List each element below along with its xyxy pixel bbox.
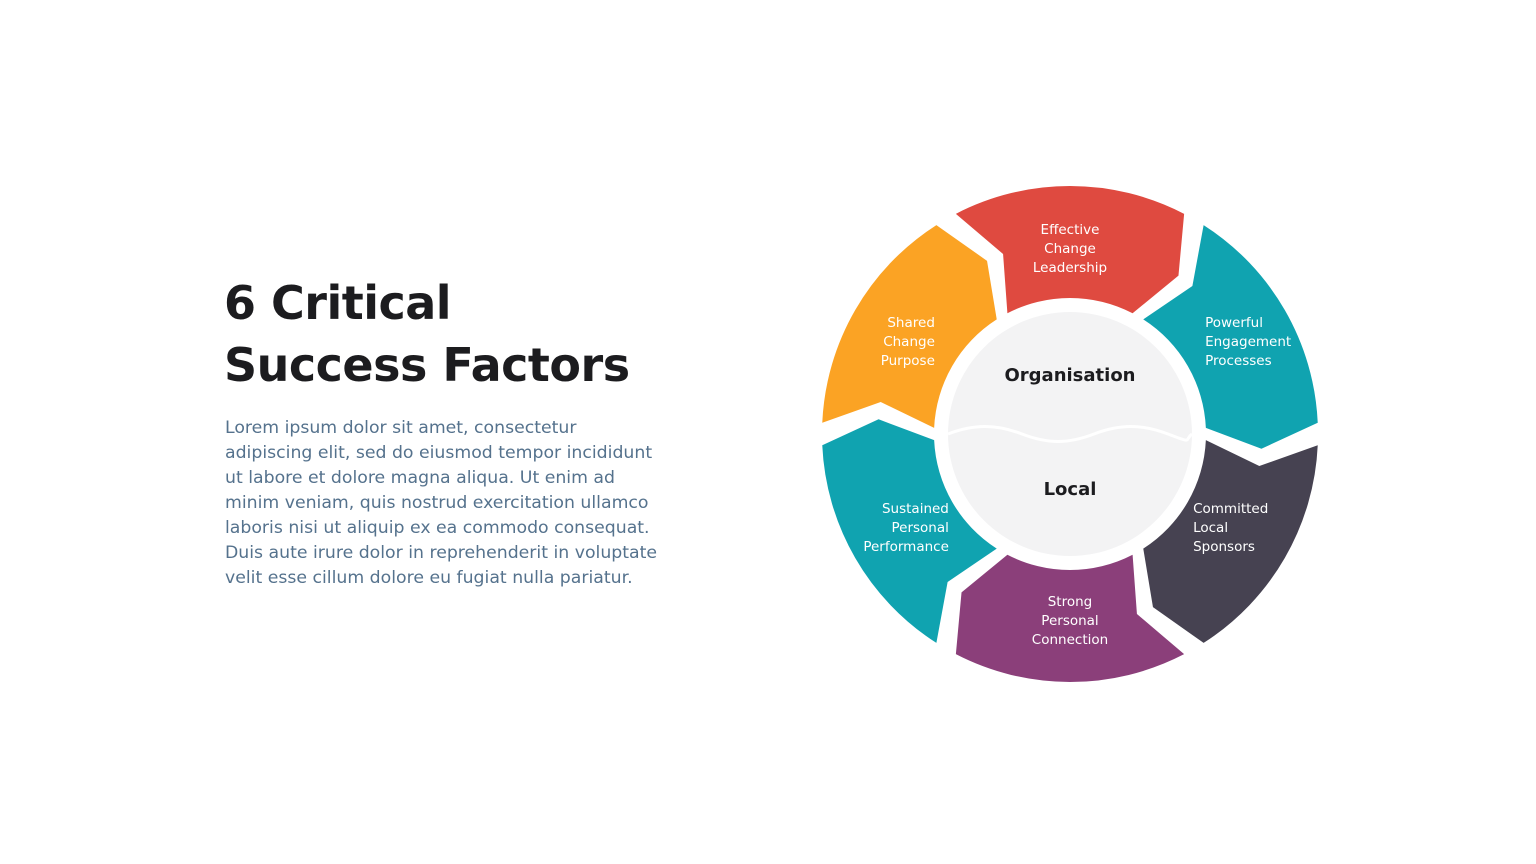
cycle-segment xyxy=(822,419,997,643)
description-line: minim veniam, quis nostrud exercitation … xyxy=(225,493,649,513)
segment-label-line: Processes xyxy=(1205,353,1272,369)
segment-label-line: Purpose xyxy=(881,353,935,369)
segment-label-line: Leadership xyxy=(1033,260,1107,276)
segment-label-line: Powerful xyxy=(1205,315,1263,331)
description-line: laboris nisi ut aliquip ex ea commodo co… xyxy=(225,518,650,538)
page-title: 6 Critical Success Factors xyxy=(224,272,784,396)
segment-label-line: Strong xyxy=(1048,594,1093,610)
segment-label-line: Shared xyxy=(887,315,935,331)
cycle-segment xyxy=(1143,440,1318,643)
segment-label-line: Committed xyxy=(1193,501,1268,517)
cycle-segment xyxy=(955,554,1185,683)
hub-top-label: Organisation xyxy=(1004,365,1135,386)
hub: Organisation Local xyxy=(944,308,1196,560)
segment-label-line: Local xyxy=(1193,520,1228,536)
segment-label-line: Performance xyxy=(863,539,949,555)
segment-label-line: Personal xyxy=(892,520,949,536)
description-line: adipiscing elit, sed do eiusmod tempor i… xyxy=(225,443,653,463)
segment-label-line: Personal xyxy=(1041,613,1098,629)
segment-label-line: Change xyxy=(1044,241,1096,257)
cycle-segment xyxy=(955,185,1185,314)
description-text: Lorem ipsum dolor sit amet, consectetur … xyxy=(225,416,695,591)
segment-label-line: Change xyxy=(883,334,935,350)
hub-wave-divider xyxy=(947,425,1194,443)
description-line: velit esse cillum dolore eu fugiat nulla… xyxy=(225,568,633,588)
segment-label-line: Effective xyxy=(1041,222,1100,238)
hub-circle xyxy=(948,312,1192,556)
segment-label-line: Connection xyxy=(1032,632,1108,648)
segment-label-line: Sponsors xyxy=(1193,539,1255,555)
title-line-2: Success Factors xyxy=(224,338,630,392)
segment-label-line: Sustained xyxy=(882,501,949,517)
cycle-segment xyxy=(1143,225,1318,449)
title-line-1: 6 Critical xyxy=(224,276,452,330)
description-line: Lorem ipsum dolor sit amet, consectetur xyxy=(225,418,577,438)
hub-bottom-label: Local xyxy=(1044,479,1097,500)
description-line: Duis aute irure dolor in reprehenderit i… xyxy=(225,543,658,563)
cycle-segment xyxy=(822,225,997,428)
description-line: ut labore et dolore magna aliqua. Ut eni… xyxy=(225,468,615,488)
segment-label-line: Engagement xyxy=(1205,334,1291,350)
